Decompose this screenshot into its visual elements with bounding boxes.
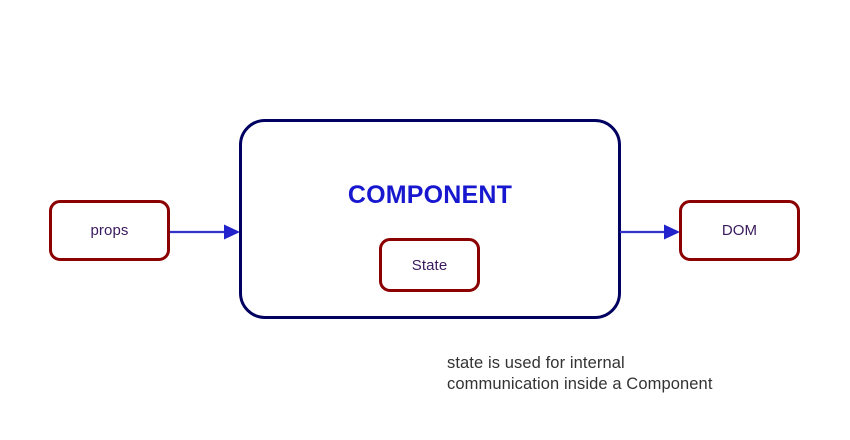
arrow-head	[224, 224, 240, 240]
arrow-head	[664, 224, 680, 240]
node-props-label: props	[90, 222, 129, 239]
diagram-caption: state is used for internal communication…	[447, 354, 713, 393]
node-component[interactable]	[239, 119, 621, 319]
node-props[interactable]: props	[49, 200, 170, 261]
node-state[interactable]: State	[379, 238, 480, 292]
node-dom[interactable]: DOM	[679, 200, 800, 261]
node-dom-label: DOM	[721, 222, 758, 239]
arrow-component-to-dom	[620, 224, 680, 240]
arrow-props-to-component	[170, 224, 240, 240]
component-title: COMPONENT	[347, 181, 513, 209]
node-state-label: State	[411, 256, 448, 274]
